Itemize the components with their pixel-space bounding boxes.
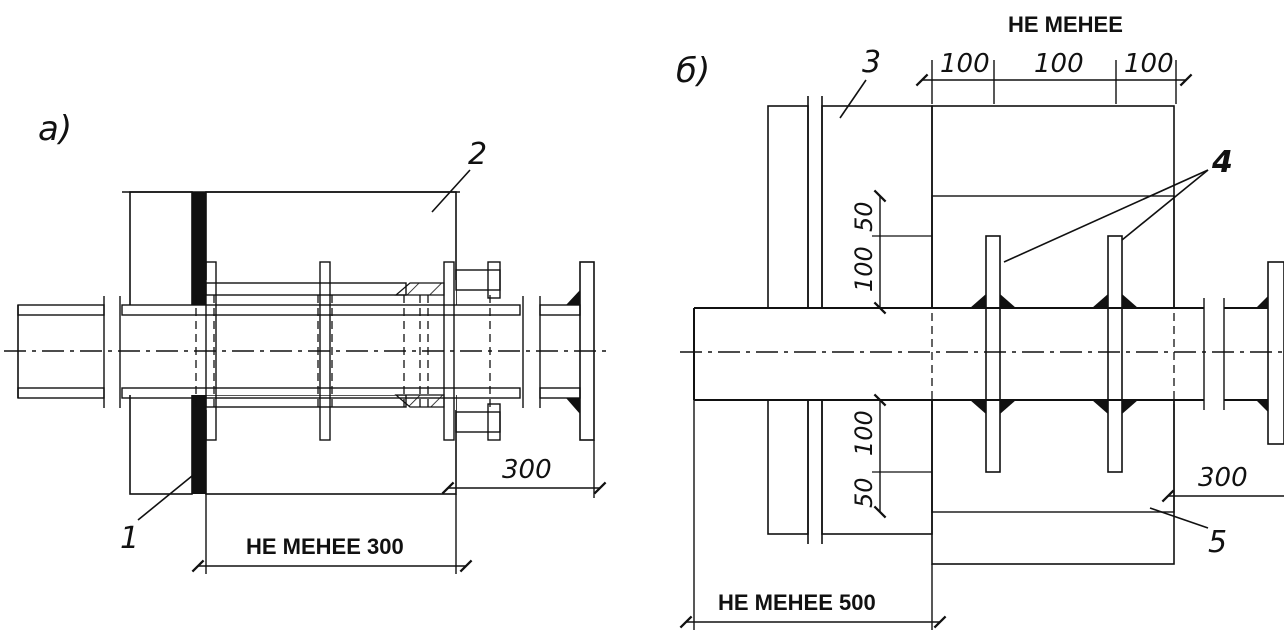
pipe-a	[18, 305, 516, 395]
panel-b: б) 3 4	[676, 12, 1284, 630]
rib-4b	[1107, 235, 1123, 473]
gland-bolt-bottom	[455, 411, 501, 433]
dim-v-50-top: 50	[850, 201, 878, 232]
dim-v-50-bot: 50	[850, 477, 878, 508]
pipe-a-wall-top	[121, 304, 521, 316]
rib-4a	[985, 235, 1001, 473]
pipe-b	[694, 308, 1204, 400]
pipe-a-end-top	[539, 304, 581, 316]
hidden-lines-b	[931, 300, 1175, 410]
callout-2: 2	[468, 137, 487, 172]
pipe-a-wall-bot	[121, 387, 521, 399]
dim-sleeve-label: НЕ МЕНЕЕ 300	[246, 534, 404, 559]
dim-v-100-top: 100	[850, 246, 878, 292]
panel-b-letter: б)	[676, 51, 710, 91]
gland-bolt-top	[455, 269, 501, 291]
dim-bottom-label: НЕ МЕНЕЕ 500	[718, 590, 876, 615]
flange-b	[1267, 261, 1284, 445]
dim-flange-label: 300	[502, 455, 552, 485]
panel-a-letter: а)	[38, 109, 72, 149]
callout-3: 3	[862, 45, 881, 80]
dim-v-100-bot: 100	[850, 410, 878, 456]
dim-top-3: 100	[1124, 49, 1174, 79]
panel-a: а)	[4, 109, 612, 574]
callout-4: 4	[1211, 145, 1233, 180]
callout-5: 5	[1208, 525, 1227, 560]
dim-b-flange-label: 300	[1198, 463, 1248, 493]
dim-top-caption: НЕ МЕНЕЕ	[1008, 12, 1123, 37]
callout-1: 1	[120, 521, 139, 556]
dim-top-1: 100	[940, 49, 990, 79]
dim-top-2: 100	[1034, 49, 1084, 79]
pipe-a-end-bot	[539, 387, 581, 399]
